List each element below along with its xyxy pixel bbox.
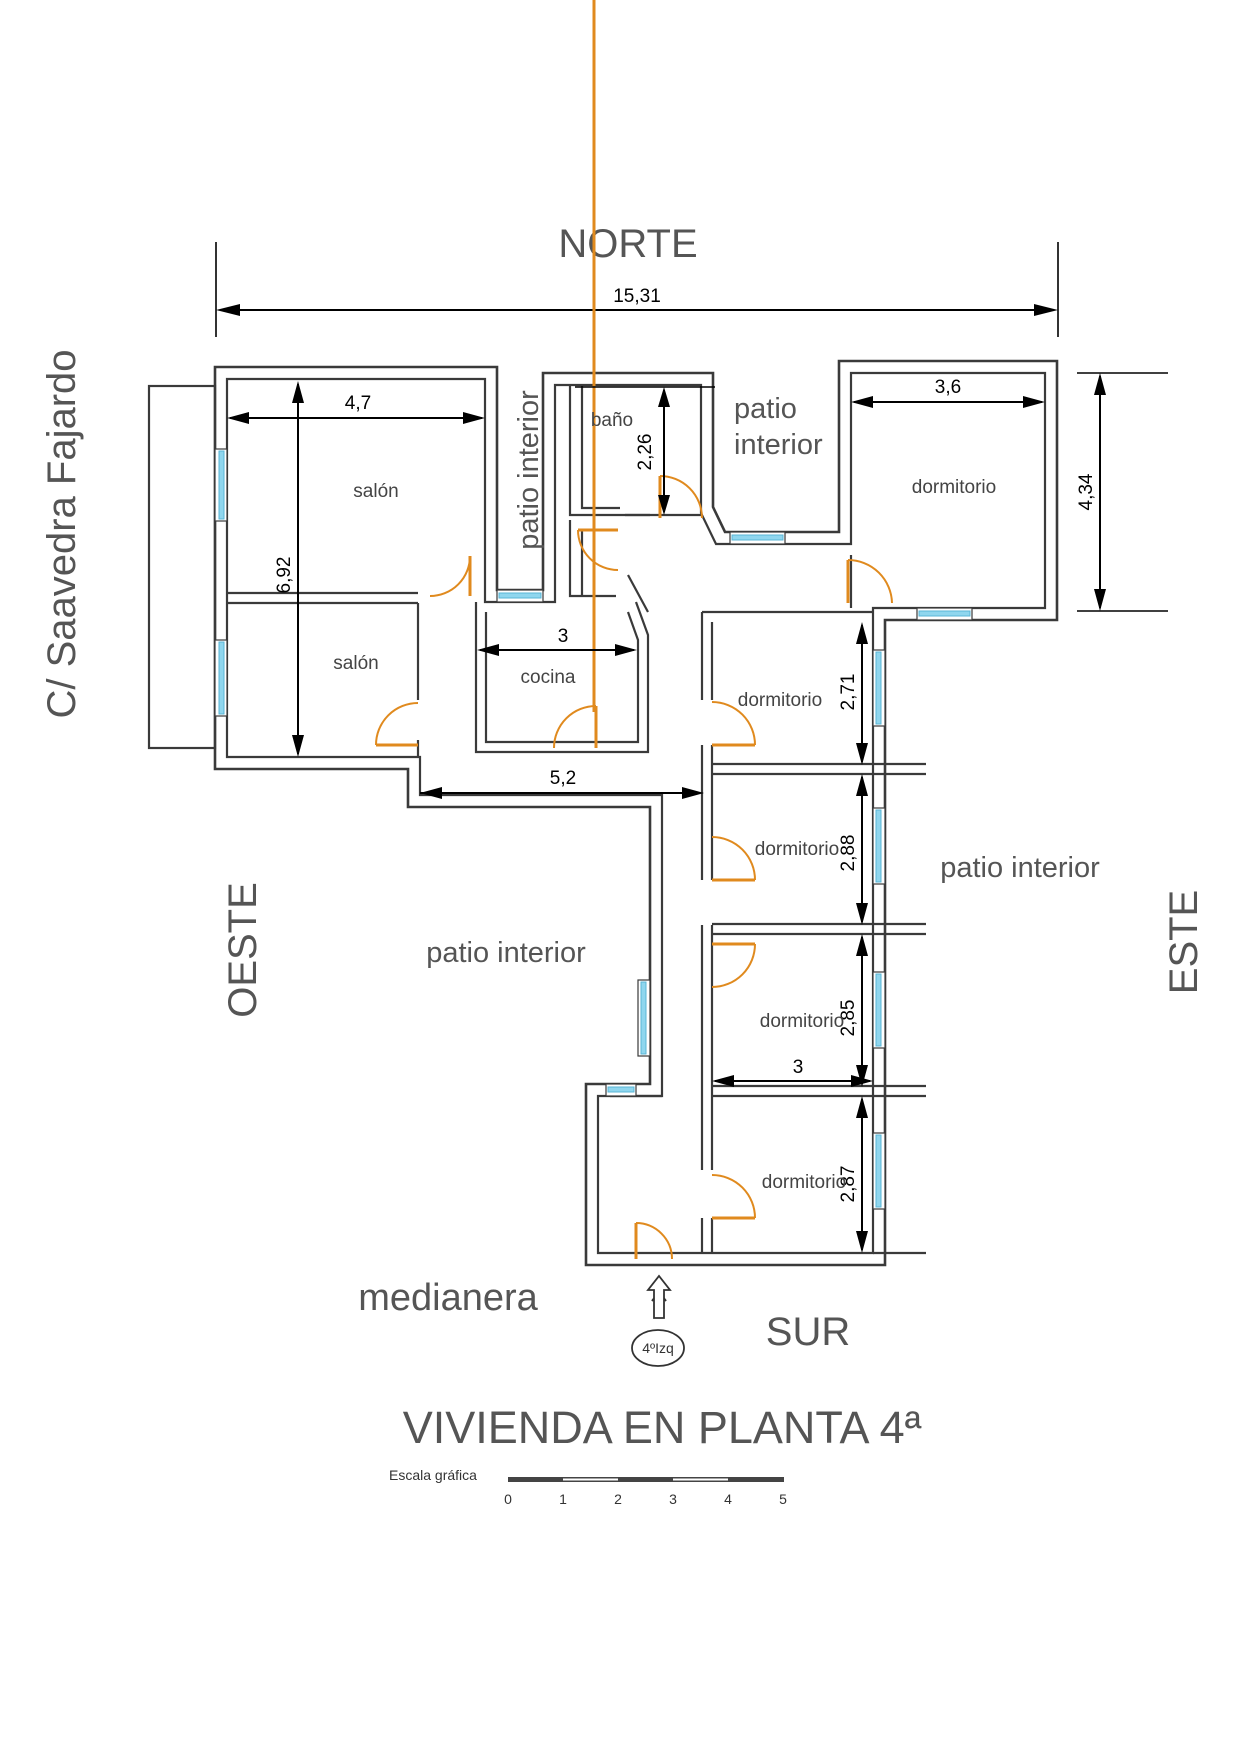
south-label: SUR	[766, 1310, 850, 1354]
scale-tick-4: 4	[724, 1491, 732, 1507]
bano-depth-value: 2,26	[635, 434, 656, 471]
exterior-walls	[213, 359, 1059, 1267]
patio-north-vertical: patio interior	[513, 390, 545, 550]
balcony	[147, 384, 217, 750]
room-dormitorio-4: dormitorio	[762, 1172, 846, 1193]
room-cocina: cocina	[521, 667, 576, 688]
room-bano: baño	[591, 410, 633, 431]
scale-tick-0: 0	[504, 1491, 512, 1507]
room-dormitorio-ne: dormitorio	[912, 477, 996, 498]
scale-tick-2: 2	[614, 1491, 622, 1507]
room-salon-2: salón	[333, 653, 378, 674]
room-salon-1: salón	[353, 481, 398, 502]
interior-walls	[227, 385, 926, 1255]
patio-west: patio interior	[426, 937, 586, 969]
windows	[214, 448, 973, 1210]
salon-width-value: 4,7	[345, 393, 371, 414]
dorm-ne-width-value: 3,6	[935, 377, 961, 398]
total-width-value: 15,31	[613, 286, 661, 307]
dimension-lines: 4,7 6,92 2,26 3,6 4,34 3 5,2	[227, 372, 1168, 1253]
doors	[375, 0, 893, 1260]
street-label: C/ Saavedra Fajardo	[40, 349, 84, 718]
salon-depth-value: 6,92	[274, 557, 295, 594]
corridor-width-value: 5,2	[550, 768, 576, 789]
cocina-width-value: 3	[558, 626, 569, 647]
room-dormitorio-2: dormitorio	[755, 839, 839, 860]
dorm-3-depth-value: 2,85	[838, 1000, 859, 1037]
scale-tick-3: 3	[669, 1491, 677, 1507]
patio-north-line1: patio	[734, 393, 797, 425]
room-dormitorio-3: dormitorio	[760, 1011, 844, 1032]
dorm-3-width-value: 3	[793, 1057, 804, 1078]
dorm-1-depth-value: 2,71	[838, 674, 859, 711]
dorm-2-depth-value: 2,88	[838, 835, 859, 872]
patio-north-line2: interior	[734, 429, 823, 461]
entrance-label: 4ºIzq	[642, 1340, 674, 1356]
dorm-4-depth-value: 2,87	[838, 1166, 859, 1203]
entrance-arrow	[646, 1274, 672, 1319]
scale-label: Escala gráfica	[389, 1467, 477, 1483]
entrance-marker	[631, 1329, 685, 1367]
total-width-dimension: 15,31	[215, 242, 1059, 337]
east-label: ESTE	[1162, 890, 1206, 994]
plan-title: VIVIENDA EN PLANTA 4ª	[403, 1402, 922, 1453]
scale-tick-1: 1	[559, 1491, 567, 1507]
medianera-label: medianera	[358, 1277, 538, 1319]
scale-tick-5: 5	[779, 1491, 787, 1507]
room-dormitorio-1: dormitorio	[738, 690, 822, 711]
dorm-ne-depth-value: 4,34	[1076, 473, 1097, 510]
scale-bar: Escala gráfica 0 1 2 3 4 5	[389, 1467, 787, 1507]
patio-east: patio interior	[940, 852, 1100, 884]
north-label: NORTE	[558, 222, 697, 266]
west-label: OESTE	[221, 882, 265, 1018]
